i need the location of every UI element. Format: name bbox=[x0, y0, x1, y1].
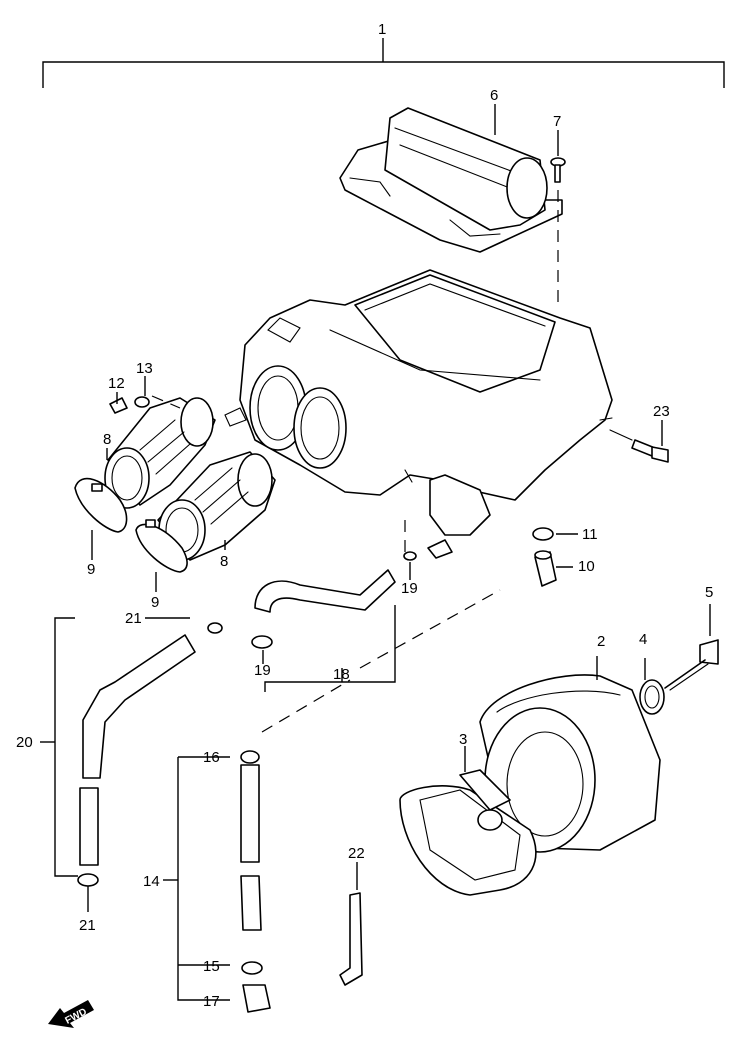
callout-18: 18 bbox=[333, 666, 350, 683]
callout-21-top: 21 bbox=[125, 610, 142, 627]
callout-20: 20 bbox=[16, 734, 33, 751]
callout-8-upper: 8 bbox=[103, 431, 111, 448]
callout-7: 7 bbox=[553, 113, 561, 130]
hose-bracket-18 bbox=[264, 605, 396, 692]
callout-8-lower: 8 bbox=[220, 553, 228, 570]
callout-9-upper: 9 bbox=[87, 561, 95, 578]
callout-12: 12 bbox=[108, 375, 125, 392]
callout-4: 4 bbox=[639, 631, 647, 648]
clip-13 bbox=[134, 395, 181, 409]
callout-22: 22 bbox=[348, 845, 365, 862]
cap-12 bbox=[109, 397, 128, 414]
clip-11 bbox=[532, 527, 554, 541]
callout-11: 11 bbox=[582, 526, 598, 543]
air-filter-element bbox=[479, 674, 661, 853]
callout-labels: 1 2 3 4 5 6 7 8 8 9 9 10 11 12 13 14 15 … bbox=[16, 21, 713, 1010]
intake-joint-upper bbox=[104, 397, 216, 509]
air-cleaner-cover bbox=[339, 107, 563, 253]
leader-lines bbox=[87, 104, 711, 912]
assembly-bracket bbox=[42, 38, 725, 88]
fwd-label: FWD bbox=[64, 1006, 89, 1026]
forward-direction-badge: FWD bbox=[48, 1000, 94, 1028]
drain-bracket-20 bbox=[40, 617, 190, 877]
callout-2: 2 bbox=[597, 633, 605, 650]
callout-9-lower: 9 bbox=[151, 594, 159, 611]
callout-1: 1 bbox=[378, 21, 386, 38]
callout-21-bottom: 21 bbox=[79, 917, 96, 934]
callout-19-left: 19 bbox=[254, 662, 271, 679]
callout-19-right: 19 bbox=[401, 580, 418, 597]
callout-14: 14 bbox=[143, 873, 160, 890]
callout-17: 17 bbox=[203, 993, 220, 1010]
air-cleaner-case bbox=[224, 269, 613, 559]
plug-10 bbox=[534, 550, 557, 587]
filter-bracket-22 bbox=[339, 862, 363, 986]
filter-cage bbox=[399, 769, 537, 896]
clamp-lower bbox=[135, 519, 188, 573]
callout-3: 3 bbox=[459, 731, 467, 748]
breather-hose bbox=[254, 520, 417, 613]
callout-23: 23 bbox=[653, 403, 670, 420]
case-bolt bbox=[609, 429, 669, 463]
cover-screw bbox=[550, 157, 566, 310]
callout-10: 10 bbox=[578, 558, 595, 575]
drain-bracket-14 bbox=[163, 756, 230, 1001]
callout-16: 16 bbox=[203, 749, 220, 766]
drain-hose-20 bbox=[77, 622, 223, 887]
callout-13: 13 bbox=[136, 360, 153, 377]
drain-hose-14 bbox=[240, 589, 501, 1013]
hose-clamp-19a bbox=[251, 635, 273, 649]
callout-15: 15 bbox=[203, 958, 220, 975]
filter-ring bbox=[639, 679, 665, 715]
wing-bolt bbox=[664, 639, 719, 691]
callout-5: 5 bbox=[705, 584, 713, 601]
clamp-upper bbox=[74, 477, 128, 533]
callout-6: 6 bbox=[490, 87, 498, 104]
